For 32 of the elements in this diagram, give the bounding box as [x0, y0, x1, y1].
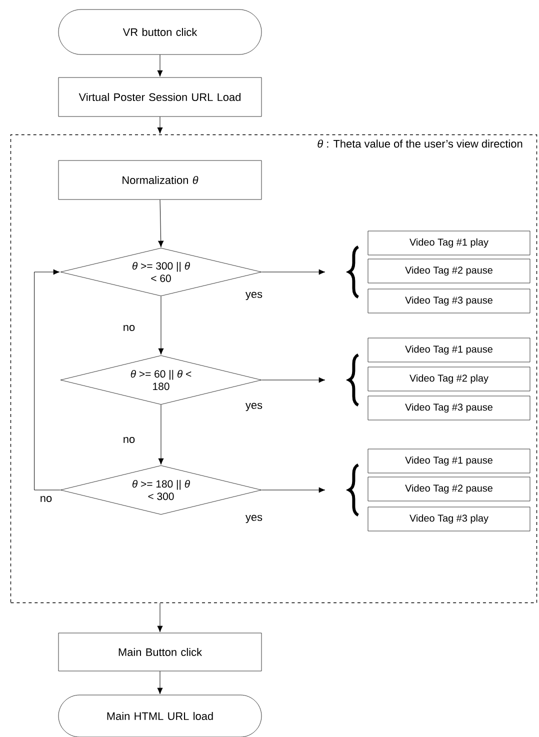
action-box: Video Tag #3 play	[368, 506, 530, 532]
action-box: Video Tag #1 play	[368, 230, 530, 256]
arrow	[34, 269, 61, 490]
action-box: Video Tag #2 pause	[368, 258, 530, 284]
arrow	[158, 296, 164, 355]
curly-brace	[348, 246, 359, 298]
process-box: Main Button click	[58, 632, 262, 672]
edge-label: no	[122, 324, 136, 332]
arrow	[157, 116, 163, 134]
terminal-box: VR button click	[58, 9, 262, 55]
edge-label: yes	[244, 514, 264, 524]
action-box: Video Tag #1 pause	[368, 448, 530, 474]
arrow	[157, 54, 163, 77]
process-box: Virtual Poster Session URL Load	[58, 77, 262, 117]
arrow	[158, 404, 164, 465]
edge-label: no	[122, 436, 136, 444]
action-box: Video Tag #2 pause	[368, 476, 530, 502]
action-box: Video Tag #2 play	[368, 366, 530, 392]
arrow	[157, 602, 163, 632]
action-box: Video Tag #1 pause	[368, 338, 530, 362]
arrow	[261, 269, 326, 275]
process-box: Normalization θ	[58, 160, 262, 200]
curly-brace	[348, 464, 359, 516]
arrow	[158, 199, 164, 248]
arrow	[261, 377, 326, 383]
edge-label: no	[38, 495, 54, 503]
arrow	[261, 487, 326, 493]
terminal-box: Main HTML URL load	[58, 694, 262, 737]
arrow	[157, 670, 163, 694]
action-box: Video Tag #3 pause	[368, 288, 530, 314]
curly-brace	[348, 354, 359, 406]
action-box: Video Tag #3 pause	[368, 396, 530, 420]
